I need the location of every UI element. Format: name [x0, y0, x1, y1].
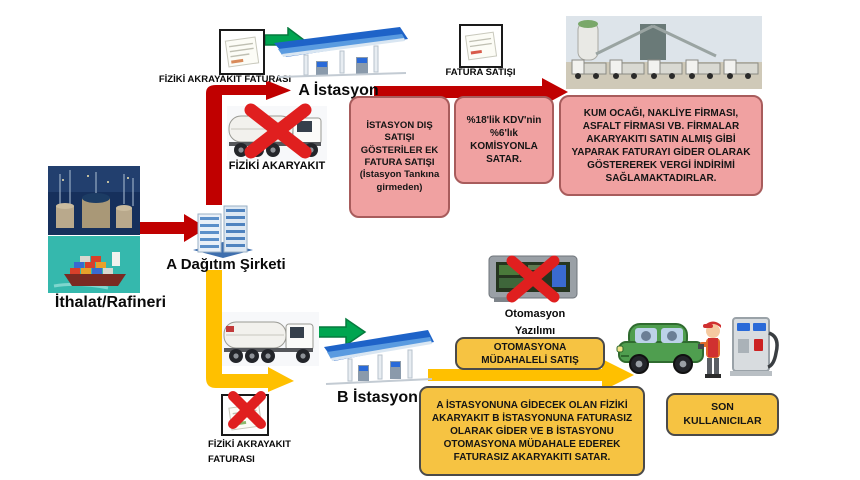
cargo-ship-photo: [48, 236, 140, 293]
gas-station-b-photo: [324, 330, 434, 385]
red-x-icon: [506, 255, 560, 303]
fuel-invoice-icon: [219, 29, 265, 75]
yellow-arrow-distributor-to-station-b: [206, 270, 294, 392]
attendant-icon: [698, 321, 721, 378]
refinery-photo: [48, 166, 140, 235]
automation-software-label: Otomasyon Yazılımı: [504, 308, 566, 337]
red-arrow-station-a-to-buyers: [374, 78, 568, 106]
source-label: İthalat/Rafineri: [54, 294, 167, 311]
no-invoice-icon: [221, 391, 269, 436]
note-off-station-sale: İSTASYON DIŞ SATIŞI GÖSTERİLER EK FATURA…: [349, 96, 450, 218]
automation-device-icon: [488, 255, 578, 303]
red-x-icon: [244, 103, 312, 159]
red-arrow-distributor-to-station-a: [206, 81, 291, 205]
station-b-invoice-label: FİZİKİ AKRAYAKIT FATURASI: [208, 437, 338, 467]
station-b-invoice-label-line2: FATURASI: [208, 454, 255, 466]
physical-fuel-truck-icon: [227, 103, 327, 160]
distributor-label: A Dağıtım Şirketi: [166, 256, 286, 273]
fuel-pump-icon: [730, 317, 779, 376]
gas-station-a-photo: [274, 27, 408, 78]
station-a-invoice-label: FİZİKİ AKRAYAKIT FATURASI: [158, 74, 292, 85]
tanker-truck-icon: [222, 312, 319, 366]
station-b-invoice-label-line1: FİZİKİ AKRAYAKIT: [208, 439, 291, 450]
station-b-label: B İstasyon: [337, 389, 418, 406]
station-a-label: A İstasyon: [298, 82, 379, 99]
note-buyer-firms: KUM OCAĞI, NAKLİYE FİRMASI, ASFALT FİRMA…: [559, 95, 763, 196]
distributor-building-icon: [193, 205, 253, 258]
red-arrow-source-to-distributor: [140, 214, 207, 242]
note-station-b-scheme: A İSTASYONUNA GİDECEK OLAN FİZİKİ AKARYA…: [419, 386, 645, 476]
yellow-arrow-station-b-to-end-users: [428, 359, 634, 391]
buyer-trucks-photo: [566, 16, 762, 89]
physical-fuel-label: FİZİKİ AKARYAKIT: [228, 160, 326, 172]
note-vat-commission: %18'lik KDV'nin %6'lık KOMİSYONLA SATAR.: [454, 96, 554, 184]
end-users-box: SON KULLANICILAR: [666, 393, 779, 436]
invoice-sale-icon: [459, 24, 503, 68]
green-arrow-to-station-b: [314, 317, 367, 347]
invoice-sale-label: FATURA SATIŞI: [445, 67, 516, 78]
customer-car-icon: [616, 323, 704, 374]
note-automation-sale: OTOMASYONA MÜDAHALELİ SATIŞ: [455, 337, 605, 370]
red-x-icon: [228, 391, 266, 429]
